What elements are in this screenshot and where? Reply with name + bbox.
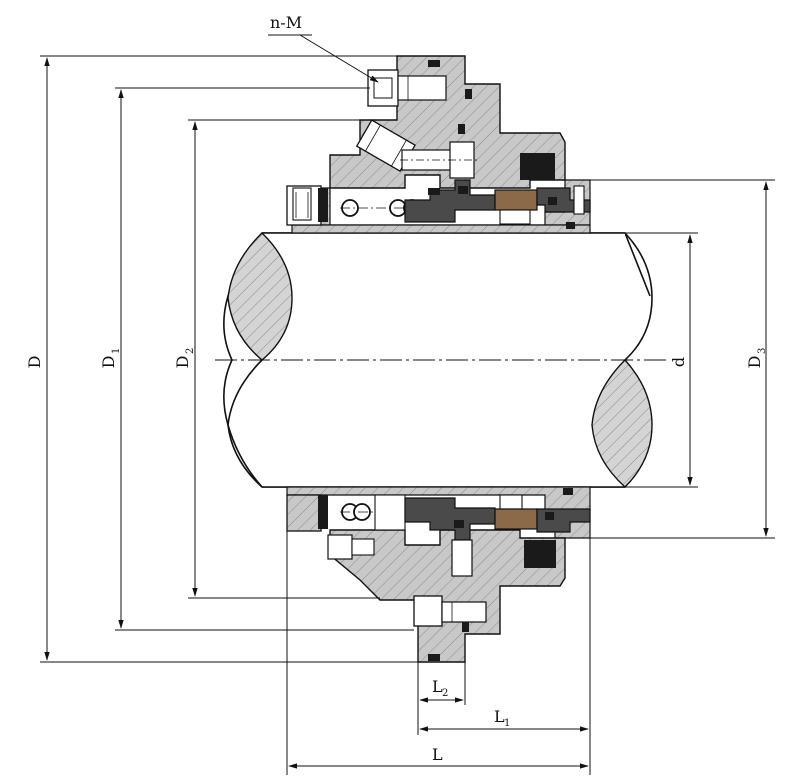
label-D1-sub: 1	[111, 348, 122, 354]
lower-gland-plate	[329, 529, 566, 663]
upper-oring-3	[566, 222, 575, 229]
label-D1-main: D	[99, 356, 118, 369]
upper-oring-1	[458, 186, 468, 194]
lower-collar-setscrew-head	[327, 534, 353, 560]
dimension-labels: n-M D D 1 D 2 d D 3 L L 1 L 2	[25, 13, 768, 764]
upper-oring-2	[548, 197, 557, 205]
lower-gland-oring-1	[428, 654, 440, 661]
label-D2-main: D	[173, 356, 192, 369]
label-L: L	[432, 745, 443, 764]
lower-carbon-face	[494, 508, 538, 530]
upper-carbon-face	[494, 189, 538, 211]
upper-carbon-inner	[499, 209, 531, 225]
upper-cap-screw-socket	[373, 77, 393, 99]
upper-gland-oring-3	[458, 124, 465, 134]
lower-carbon-inner	[499, 494, 523, 510]
label-L1: L 1	[494, 707, 510, 729]
label-L2-main: L	[432, 677, 443, 696]
upper-cap-screw-shank	[397, 75, 447, 101]
lower-seat-elastomer	[524, 540, 556, 568]
lower-oring-2	[563, 488, 573, 495]
upper-cap-screw-head	[367, 69, 399, 107]
upper-elastomer-left	[318, 188, 328, 222]
label-L1-main: L	[494, 707, 505, 726]
upper-collar-setscrew	[292, 187, 312, 221]
shaft-right-break-upper	[624, 232, 653, 361]
lower-bolt-block	[451, 539, 473, 577]
upper-stop-pin	[573, 185, 585, 215]
upper-seat-elastomer	[520, 153, 555, 180]
lower-cap-screw-shank	[441, 601, 487, 623]
lower-seal-assembly	[286, 486, 591, 663]
label-L1-sub: 1	[504, 718, 510, 729]
upper-seal-assembly	[286, 55, 591, 234]
label-D3-main: D	[745, 356, 764, 369]
lower-oring-3	[545, 512, 554, 520]
label-D1: D 1	[99, 348, 122, 369]
lower-cap-screw-head	[413, 595, 443, 627]
lower-drive-collar	[286, 494, 322, 532]
callout-label: n-M	[270, 13, 302, 32]
label-D2-sub: 2	[185, 348, 196, 354]
shaft	[215, 232, 668, 488]
upper-gland-oring-2	[465, 89, 472, 99]
label-d: d	[669, 357, 688, 367]
upper-gland-oring-4	[428, 188, 440, 195]
label-L2: L 2	[432, 677, 448, 699]
label-D: D	[25, 356, 44, 369]
callout-leader	[299, 34, 379, 83]
label-D2: D 2	[173, 348, 196, 369]
shaft-left-break-lower	[227, 359, 263, 488]
upper-sleeve-base	[291, 224, 591, 234]
label-D3: D 3	[745, 348, 768, 369]
lower-gland-oring-2	[462, 622, 469, 632]
label-D3-sub: 3	[757, 348, 768, 354]
dimension-lines	[40, 34, 775, 775]
label-L2-sub: 2	[442, 688, 448, 699]
lower-oring-1	[454, 520, 464, 528]
upper-gland-oring-1	[428, 60, 440, 67]
lower-elastomer-left	[318, 495, 328, 529]
lower-collar-setscrew-shank	[351, 538, 375, 556]
lower-spring-housing	[374, 494, 406, 531]
